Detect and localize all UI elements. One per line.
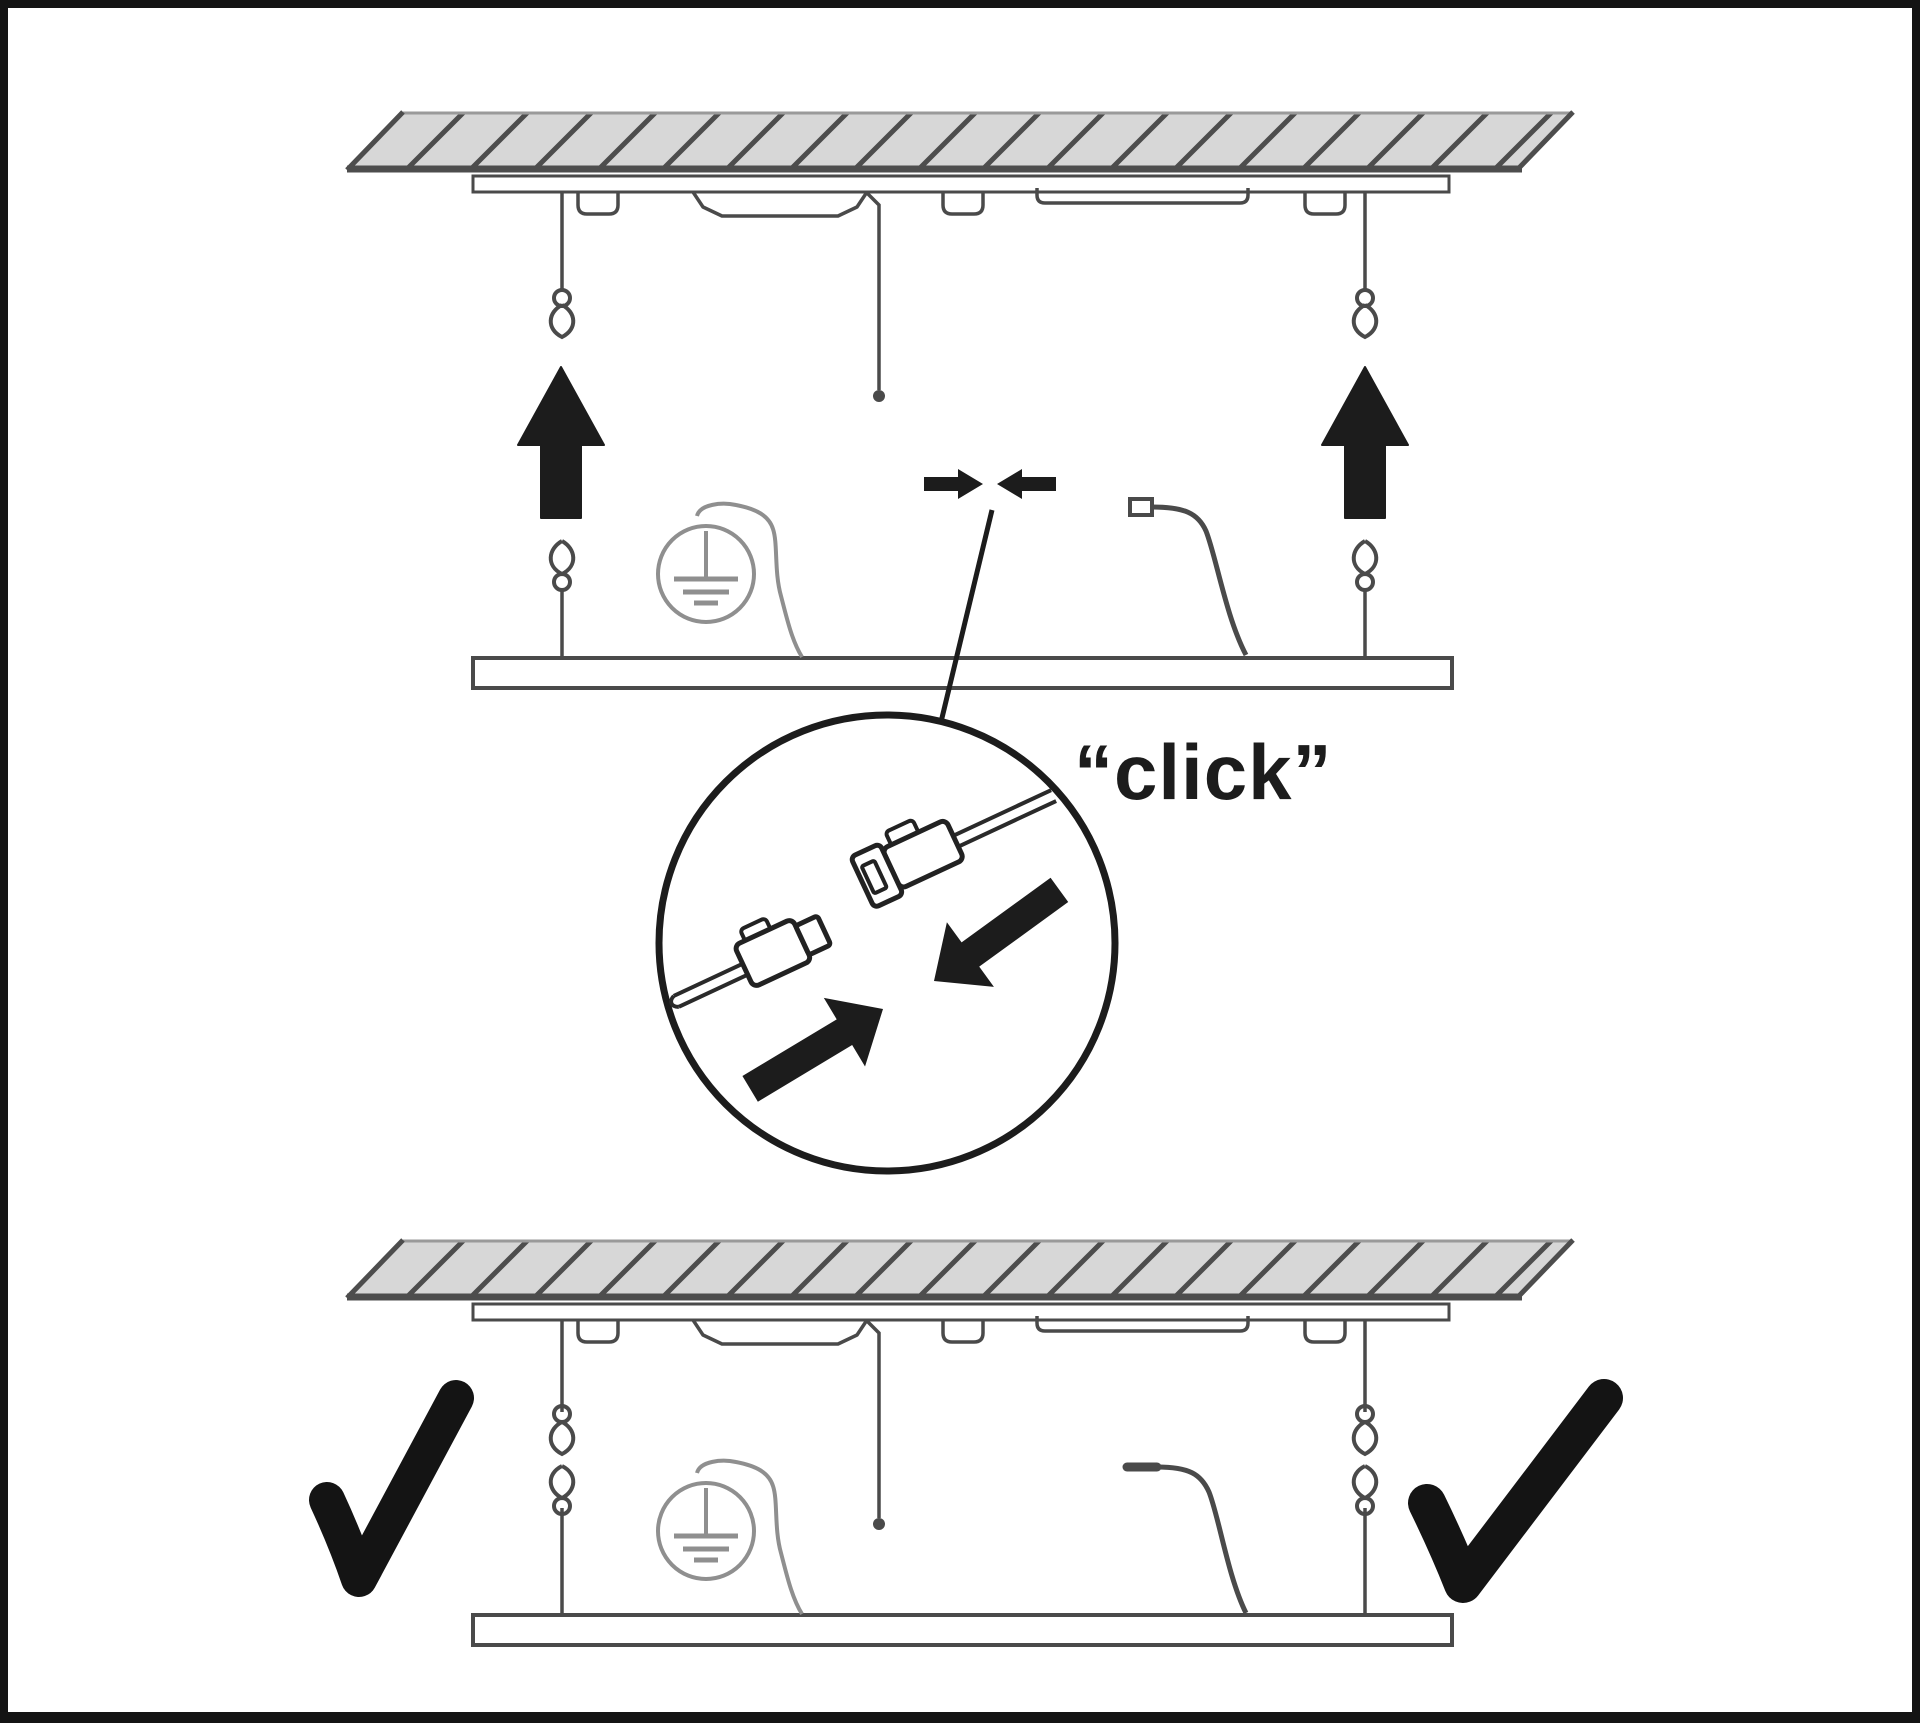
mounting-rail-bottom <box>473 1304 1449 1530</box>
ground-symbol-bottom <box>658 1461 802 1614</box>
cable-connector-end <box>1128 497 1154 517</box>
press-together-arrows-icon <box>924 469 1056 499</box>
eyelet-link-right <box>1351 1404 1379 1516</box>
ceiling-top <box>347 112 1573 170</box>
mains-cable-bottom <box>1122 1462 1249 1615</box>
eyelet-link-left <box>548 1404 576 1516</box>
luminaire-plate-top <box>471 656 1454 690</box>
lift-arrow-left-icon <box>517 366 605 519</box>
checkmark-right-icon <box>1408 1379 1623 1603</box>
connector-female <box>849 788 1057 909</box>
lift-arrow-right-icon <box>1321 366 1409 519</box>
mains-cable-top <box>1128 497 1249 657</box>
eyelet-hook-right-lower <box>1351 539 1379 592</box>
callout-line <box>938 509 995 723</box>
scene-lift-and-connect <box>347 112 1573 723</box>
mounting-rail-top <box>473 176 1449 402</box>
luminaire-plate-bottom <box>471 1613 1454 1647</box>
magnifier-circle <box>655 711 1119 1175</box>
scene-installed-ok <box>309 1240 1623 1647</box>
click-label: “click” <box>1074 728 1332 816</box>
eyelet-hook-right-upper <box>1351 288 1379 339</box>
connector-detail-callout: “click” <box>655 711 1332 1175</box>
ground-symbol-top <box>658 504 802 657</box>
connector-male <box>669 914 833 1009</box>
eyelet-hook-left-upper <box>548 288 576 339</box>
ceiling-bottom <box>347 1240 1573 1298</box>
checkmark-left-icon <box>309 1380 474 1597</box>
eyelet-hook-left-lower <box>548 539 576 592</box>
